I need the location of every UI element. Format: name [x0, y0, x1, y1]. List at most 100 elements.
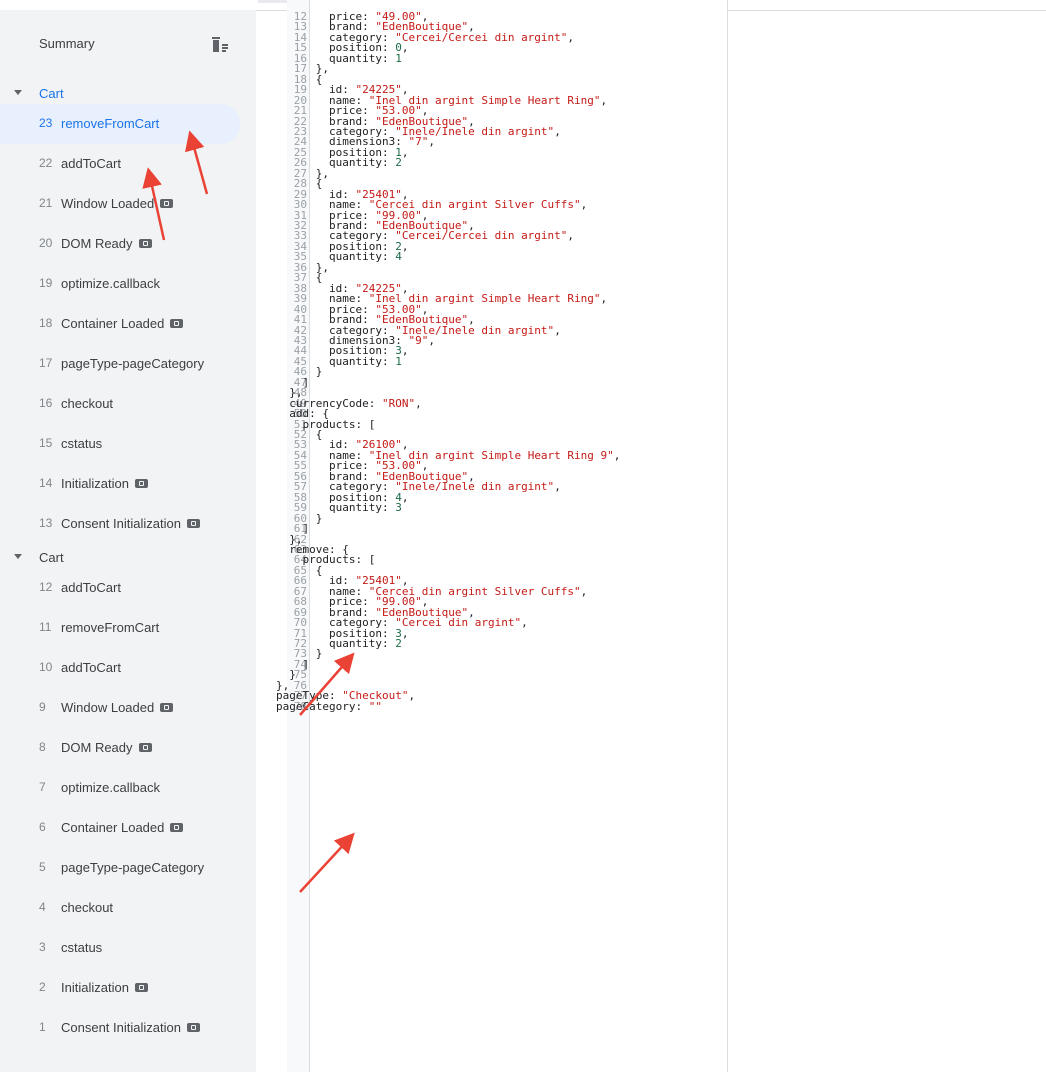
event-label-text: optimize.callback: [61, 276, 160, 291]
code-token: ,: [421, 104, 429, 118]
code-token: ,: [401, 83, 409, 97]
code-token: ,: [421, 208, 429, 222]
clear-messages-icon[interactable]: [210, 36, 230, 54]
code-token: ,: [468, 469, 475, 483]
string-token: "24225": [355, 281, 402, 295]
code-token: },: [315, 62, 329, 76]
event-item[interactable]: 20 DOM Ready: [0, 224, 240, 264]
code-token: ]: [302, 522, 310, 536]
line-number: 27: [293, 166, 307, 180]
line-number: 15: [293, 41, 307, 55]
code-text: ]: [303, 377, 310, 389]
event-number: 20: [39, 236, 53, 250]
event-label-text: DOM Ready: [61, 236, 133, 251]
line-number: 65: [293, 563, 307, 577]
string-token: "Cercei din argint Silver Cuffs": [368, 198, 581, 212]
code-text: name: "Inel din argint Simple Heart Ring…: [329, 448, 620, 462]
event-label-text: checkout: [61, 396, 114, 411]
code-token: name:: [329, 93, 369, 107]
code-text: position: 4,: [329, 490, 409, 504]
caret-down-icon[interactable]: [14, 554, 22, 559]
string-token: "53.00": [375, 104, 422, 118]
group-label: Cart: [39, 86, 64, 101]
string-token: "EdenBoutique": [375, 219, 469, 232]
string-token: "Cercei/Cercei din argint": [395, 229, 568, 243]
string-token: "Checkout": [342, 689, 409, 703]
event-number: 14: [39, 476, 53, 490]
line-number: 61: [293, 522, 307, 536]
code-text: currencyCode: "RON",: [289, 398, 421, 410]
code-text: brand: "EdenBoutique",: [329, 219, 475, 232]
code-token: position:: [329, 626, 396, 640]
event-label-text: Container Loaded: [61, 820, 165, 835]
event-number: 4: [39, 900, 46, 914]
line-number: 24: [293, 135, 307, 149]
line-number: 42: [293, 323, 307, 337]
code-token: price:: [329, 10, 376, 23]
code-text: id: "25401",: [329, 189, 408, 201]
event-number: 3: [39, 940, 46, 954]
code-text: category: "Inele/Inele din argint",: [329, 325, 561, 337]
code-token: ,: [468, 605, 475, 619]
tag-badge-icon: [138, 239, 152, 249]
code-text: quantity: 2: [329, 156, 402, 170]
code-token: ,: [401, 490, 409, 504]
number-token: 4: [395, 250, 402, 264]
code-token: add: {: [289, 407, 330, 421]
event-label-text: removeFromCart: [61, 116, 160, 131]
event-label: Container Loaded: [61, 316, 184, 331]
code-token: }: [315, 365, 323, 379]
line-number: 34: [293, 239, 307, 253]
event-label-text: addToCart: [61, 156, 121, 171]
code-token: quantity:: [329, 156, 396, 170]
code-token: ,: [401, 281, 409, 295]
line-number: 31: [293, 208, 307, 222]
code-token: price:: [329, 302, 376, 316]
code-text: products: [: [303, 554, 376, 566]
group-header-cart[interactable]: Cart: [0, 544, 256, 574]
event-number: 23: [39, 116, 53, 130]
string-token: "Inel din argint Simple Heart Ring 9": [368, 448, 614, 462]
code-text: pageCategory: "": [276, 699, 382, 713]
line-number: 22: [293, 114, 307, 128]
tag-badge-icon: [134, 983, 148, 993]
code-token: ,: [428, 135, 435, 149]
string-token: "9": [408, 333, 429, 347]
event-label-text: Window Loaded: [61, 196, 155, 211]
event-item[interactable]: 23 removeFromCart: [0, 104, 240, 144]
string-token: "53.00": [375, 459, 422, 473]
code-token: },: [315, 260, 329, 274]
code-token: ,: [468, 219, 475, 232]
line-number: 64: [293, 553, 307, 567]
event-label-text: Consent Initialization: [61, 1020, 181, 1035]
code-token: category:: [329, 480, 396, 494]
caret-down-icon[interactable]: [14, 90, 22, 95]
code-token: id:: [329, 574, 356, 588]
group-header-cart[interactable]: Cart: [0, 80, 256, 110]
code-token: ,: [428, 333, 435, 347]
number-token: 3: [395, 501, 402, 515]
summary-item[interactable]: Summary: [39, 36, 95, 51]
code-token: pageCategory:: [276, 699, 369, 713]
